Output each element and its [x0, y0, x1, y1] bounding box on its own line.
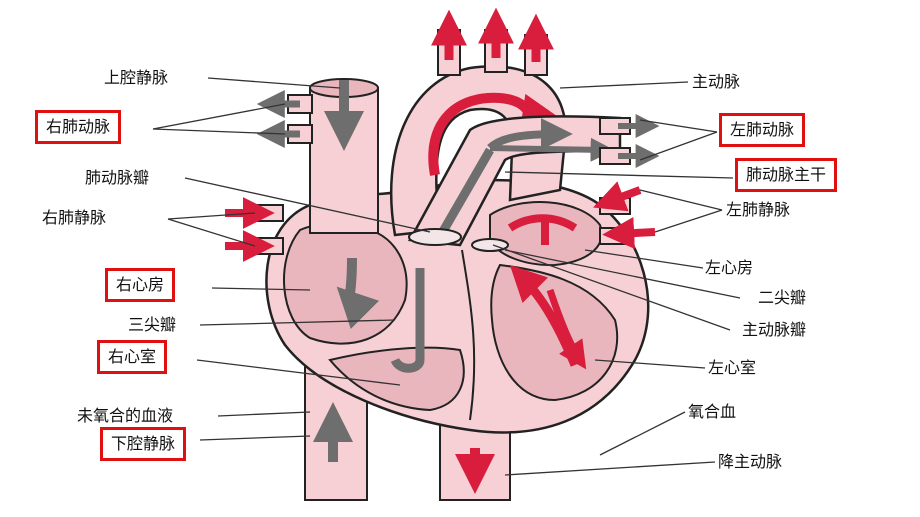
- left-pulmonary-veins: [593, 181, 656, 250]
- label-right-ventricle: 右心室: [97, 340, 168, 374]
- label-left-ventricle: 左心室: [708, 358, 757, 377]
- septum: [461, 249, 476, 421]
- label-aorta: 主动脉: [692, 72, 741, 91]
- label-right-atrium: 右心房: [105, 268, 176, 302]
- label-right-pulmonary-artery: 右肺动脉: [35, 110, 122, 144]
- label-pulmonary-valve: 肺动脉瓣: [85, 168, 150, 187]
- superior-vena-cava: [309, 78, 379, 234]
- label-mitral-valve: 二尖瓣: [758, 288, 807, 307]
- right-pulmonary-veins: [225, 197, 284, 262]
- label-descending-aorta: 降主动脉: [718, 452, 783, 471]
- left-pulmonary-artery-branches: [599, 114, 660, 168]
- label-left-atrium: 左心房: [705, 258, 754, 277]
- right-pulmonary-artery-branches: [256, 90, 313, 148]
- label-aortic-valve: 主动脉瓣: [742, 320, 807, 339]
- pulmonary-trunk: [408, 115, 622, 247]
- right-atrium-chamber: [283, 223, 408, 345]
- label-deoxygenated-blood: 未氧合的血液: [77, 406, 174, 425]
- label-inferior-vena-cava: 下腔静脉: [100, 427, 187, 461]
- leader-lines: [152, 77, 741, 476]
- label-oxygenated-blood: 氧合血: [688, 402, 737, 421]
- aortic-valve: [471, 238, 509, 252]
- right-ventricle-chamber: [328, 346, 465, 412]
- label-right-pulmonary-vein: 右肺静脉: [42, 208, 107, 227]
- label-tricuspid-valve: 三尖瓣: [128, 315, 177, 334]
- label-left-pulmonary-artery: 左肺动脉: [719, 113, 806, 147]
- label-left-pulmonary-vein: 左肺静脉: [726, 200, 791, 219]
- label-superior-vena-cava: 上腔静脉: [104, 68, 169, 87]
- label-pulmonary-trunk: 肺动脉主干: [735, 158, 838, 192]
